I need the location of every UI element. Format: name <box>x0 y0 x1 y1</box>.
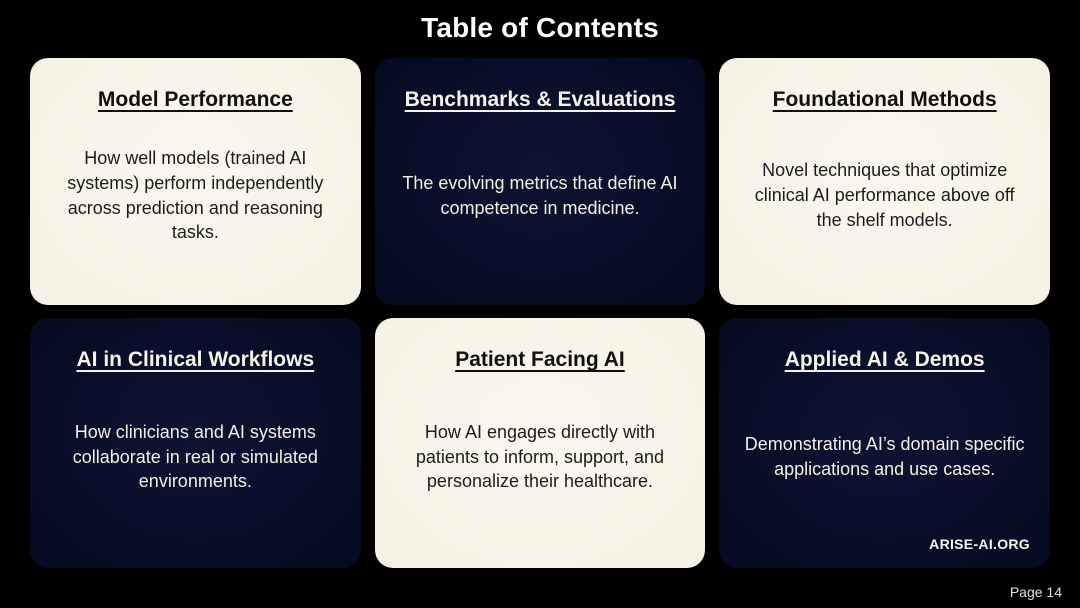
card-title: AI in Clinical Workflows <box>76 348 315 371</box>
card-body-wrap: How clinicians and AI systems collaborat… <box>52 372 339 568</box>
card-body-wrap: Demonstrating AI’s domain specific appli… <box>741 372 1028 568</box>
card-description: How clinicians and AI systems collaborat… <box>72 421 318 492</box>
toc-card-patient-facing-ai: Patient Facing AI How AI engages directl… <box>374 318 706 568</box>
card-title: Patient Facing AI <box>455 348 625 371</box>
toc-card-foundational-methods: Foundational Methods Novel techniques th… <box>719 58 1050 305</box>
card-description: How well models (trained AI systems) per… <box>67 147 324 243</box>
card-description: How AI engages directly with patients to… <box>415 421 665 492</box>
card-body-wrap: How well models (trained AI systems) per… <box>52 112 339 305</box>
card-body-wrap: Novel techniques that optimize clinical … <box>741 112 1028 305</box>
card-body-wrap: How AI engages directly with patients to… <box>397 372 684 568</box>
page-number: Page 14 <box>1009 584 1062 600</box>
toc-card-ai-in-clinical-workflows: AI in Clinical Workflows How clinicians … <box>30 318 361 568</box>
card-description: Demonstrating AI’s domain specific appli… <box>744 434 1025 479</box>
arise-ai-org-label: ARISE-AI.ORG <box>929 536 1030 552</box>
toc-grid: Model Performance How well models (train… <box>30 58 1050 568</box>
card-title: Benchmarks & Evaluations <box>404 88 676 111</box>
card-title: Model Performance <box>97 88 293 111</box>
card-description: The evolving metrics that define AI comp… <box>402 172 678 218</box>
card-description: Novel techniques that optimize clinical … <box>754 160 1015 230</box>
card-body-wrap: The evolving metrics that define AI comp… <box>397 112 684 305</box>
card-title: Foundational Methods <box>772 88 997 111</box>
toc-card-benchmarks-evaluations: Benchmarks & Evaluations The evolving me… <box>374 58 706 305</box>
card-title: Applied AI & Demos <box>784 348 985 371</box>
page-title: Table of Contents <box>421 12 659 43</box>
toc-card-model-performance: Model Performance How well models (train… <box>30 58 361 305</box>
toc-card-applied-ai-demos: Applied AI & Demos Demonstrating AI’s do… <box>719 318 1050 568</box>
